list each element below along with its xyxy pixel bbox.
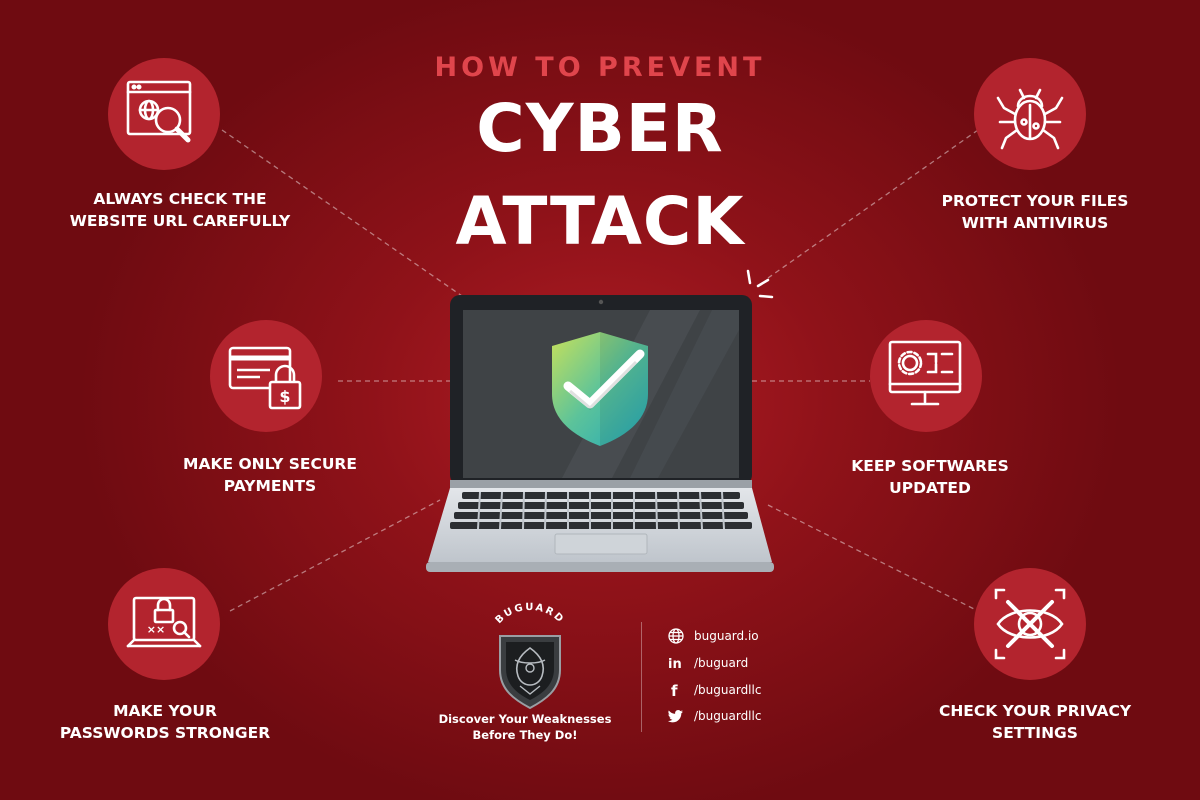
svg-text:in: in <box>668 657 682 671</box>
tip-antivirus-line-2: WITH ANTIVIRUS <box>961 214 1109 232</box>
brand-name: BUGUARD <box>494 602 567 626</box>
contact-facebook[interactable]: f /buguardllc <box>668 679 761 701</box>
laptop-touchpad <box>554 533 648 555</box>
tip-updates-line-1: KEEP SOFTWARES <box>851 457 1009 475</box>
connector-line-url <box>221 129 463 297</box>
tip-payments-icon-circle: $ <box>210 320 322 432</box>
tip-passwords-line-1: MAKE YOUR <box>113 702 217 720</box>
heading-subtitle: HOW TO PREVENT <box>434 52 766 83</box>
svg-text:$: $ <box>279 387 290 406</box>
linkedin-icon: in <box>668 657 682 671</box>
contact-facebook-text[interactable]: /buguardllc <box>694 683 762 697</box>
tip-passwords-icon-circle: ×× <box>108 568 220 680</box>
credit-card-lock-icon: $ <box>228 346 302 410</box>
tip-url-line-2: WEBSITE URL CAREFULLY <box>69 212 291 230</box>
monitor-settings-icon <box>888 340 962 406</box>
tip-privacy-label: CHECK YOUR PRIVACY SETTINGS <box>890 700 1180 744</box>
tip-payments-label: MAKE ONLY SECURE PAYMENTS <box>140 453 400 497</box>
connector-line-antivirus <box>767 129 979 279</box>
globe-icon <box>668 628 684 644</box>
laptop-password-icon: ×× <box>126 596 202 648</box>
contact-linkedin[interactable]: in /buguard <box>668 652 748 674</box>
brand-tagline-line-2: Before They Do! <box>472 728 578 742</box>
tip-antivirus-label: PROTECT YOUR FILES WITH ANTIVIRUS <box>900 190 1170 234</box>
svg-text:××: ×× <box>147 623 165 636</box>
contact-website-text[interactable]: buguard.io <box>694 629 759 643</box>
connector-line-passwords <box>229 499 441 612</box>
tip-antivirus-icon-circle <box>974 58 1086 170</box>
tip-updates-line-2: UPDATED <box>889 479 971 497</box>
tip-url-icon-circle <box>108 58 220 170</box>
connector-line-privacy <box>767 504 981 613</box>
tip-privacy-line-2: SETTINGS <box>992 724 1078 742</box>
tip-payments-line-1: MAKE ONLY SECURE <box>183 455 357 473</box>
tip-payments-line-2: PAYMENTS <box>223 477 317 495</box>
heading-title-line-1: CYBER <box>476 90 724 167</box>
tip-privacy-icon-circle <box>974 568 1086 680</box>
tip-antivirus-line-1: PROTECT YOUR FILES <box>941 192 1129 210</box>
tip-passwords-line-2: PASSWORDS STRONGER <box>59 724 271 742</box>
tip-updates-label: KEEP SOFTWARES UPDATED <box>800 455 1060 499</box>
heading-title-line-2: ATTACK <box>455 183 745 260</box>
shield-logo-icon <box>499 635 561 710</box>
tip-url-line-1: ALWAYS CHECK THE <box>93 190 267 208</box>
browser-magnifier-icon <box>126 80 192 143</box>
tip-url-label: ALWAYS CHECK THE WEBSITE URL CAREFULLY <box>40 188 320 232</box>
contact-linkedin-text[interactable]: /buguard <box>694 656 749 670</box>
svg-text:f: f <box>671 682 678 698</box>
sparkle-icon <box>746 269 774 299</box>
contact-website[interactable]: buguard.io <box>668 625 759 647</box>
laptop-camera <box>598 299 604 305</box>
bug-icon <box>996 88 1064 150</box>
contact-twitter-text[interactable]: /buguardllc <box>694 709 762 723</box>
tip-updates-icon-circle <box>870 320 982 432</box>
tip-passwords-label: MAKE YOUR PASSWORDS STRONGER <box>30 700 300 744</box>
shield-check-icon <box>552 332 648 446</box>
contact-twitter[interactable]: /buguardllc <box>668 705 761 727</box>
tip-privacy-line-1: CHECK YOUR PRIVACY <box>938 702 1132 720</box>
twitter-icon <box>668 710 683 723</box>
facebook-icon: f <box>671 682 678 698</box>
eye-crossed-icon <box>994 588 1066 660</box>
brand-tagline-line-1: Discover Your Weaknesses <box>438 712 612 726</box>
brand-tagline: Discover Your Weaknesses Before They Do! <box>420 711 630 743</box>
laptop-keyboard <box>450 492 752 529</box>
brand-divider <box>641 622 642 732</box>
